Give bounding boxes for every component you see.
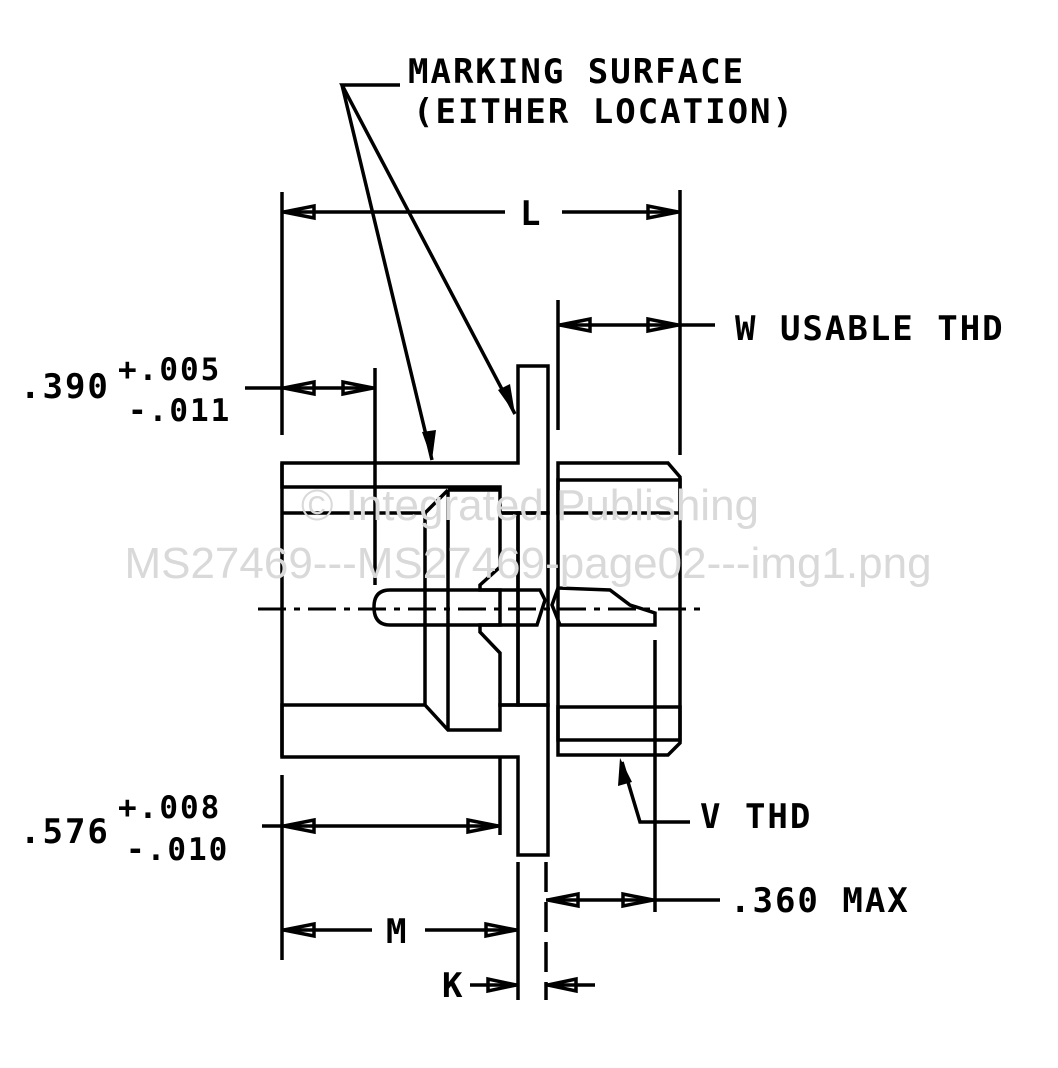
dim-K-label: K (442, 966, 464, 1006)
marking-leaders (339, 83, 517, 461)
dim-V-label: V THD (700, 797, 812, 837)
dim-M-label: M (386, 912, 408, 952)
dim-390-value: .390 (20, 367, 110, 407)
dim-390-minus: -.011 (128, 393, 231, 429)
dim-390-plus: +.005 (118, 352, 221, 388)
contact-pin (258, 586, 702, 627)
watermark-line1: © Integrated Publishing (301, 481, 759, 530)
watermark-line2: MS27469---MS27469-page02---img1.png (124, 539, 931, 588)
dim-576-value: .576 (20, 812, 110, 852)
dim-W-label: W USABLE THD (735, 309, 1005, 349)
right-shell (556, 461, 682, 757)
either-location-label: (EITHER LOCATION) (413, 92, 795, 132)
dim-L-label: L (520, 194, 542, 234)
marking-surface-label: MARKING SURFACE (408, 52, 745, 92)
dim-360-label: .360 MAX (730, 881, 910, 921)
dim-576-plus: +.008 (118, 790, 221, 826)
dim-576-minus: -.010 (126, 832, 229, 868)
dimensions (245, 190, 720, 1000)
